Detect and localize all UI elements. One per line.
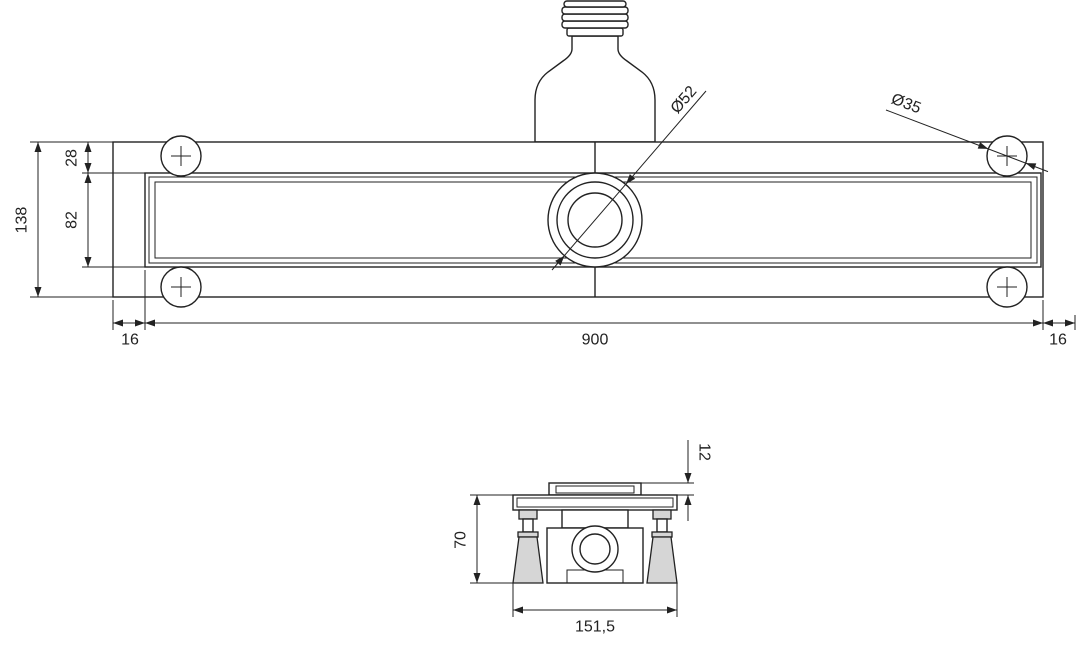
- arrowhead: [555, 255, 565, 266]
- channel-housing: [546, 509, 644, 584]
- mounting-plate-inner: [516, 497, 674, 508]
- extension-lines: [30, 141, 1076, 330]
- leg-foot: [512, 536, 544, 584]
- outlet-thread-rib: [561, 6, 629, 15]
- leader-hole-diameter: [885, 109, 1049, 173]
- outlet-thread-rib: [563, 0, 627, 8]
- outlet-hole: [579, 533, 611, 565]
- outlet-pipe: [534, 0, 656, 143]
- hole-cross: [997, 277, 1017, 297]
- housing-upper: [561, 509, 629, 529]
- outlet-thread-rib: [561, 13, 629, 22]
- leg-foot: [646, 536, 678, 584]
- leg-collar: [517, 531, 539, 538]
- leg-stem: [522, 518, 534, 533]
- label-width: 151,5: [575, 619, 615, 636]
- side-view: 12 70 151,5: [453, 440, 713, 636]
- arrowhead: [626, 174, 636, 184]
- left-leg: [512, 509, 544, 584]
- leg-bracket: [518, 509, 538, 520]
- right-leg: [646, 509, 678, 584]
- outlet-body: [534, 35, 656, 143]
- mounting-hole-top-left: [160, 135, 202, 177]
- leader-line: [885, 109, 1049, 173]
- label-channel-width: 82: [64, 211, 81, 229]
- mounting-plate: [512, 494, 678, 511]
- leader-outlet-diameter: [551, 90, 707, 271]
- label-top-offset: 28: [64, 149, 81, 167]
- mounting-hole-bottom-right: [986, 266, 1028, 308]
- mounting-hole-bottom-left: [160, 266, 202, 308]
- top-frame-inner: [555, 485, 635, 494]
- leg-stem: [656, 518, 668, 533]
- outlet-thread-rib: [561, 20, 629, 29]
- label-overall-height: 138: [14, 207, 31, 234]
- label-length: 900: [582, 332, 609, 349]
- arrowhead: [977, 142, 989, 149]
- label-left-end: 16: [121, 332, 139, 349]
- outlet-neck-ring: [566, 27, 624, 37]
- hole-cross: [171, 277, 191, 297]
- leg-collar: [651, 531, 673, 538]
- label-frame-height: 12: [696, 443, 713, 461]
- label-right-end: 16: [1049, 332, 1067, 349]
- label-total-height: 70: [453, 531, 470, 549]
- leg-bracket: [652, 509, 672, 520]
- label-outlet-diameter: Ø52: [668, 83, 701, 117]
- arrowhead: [1025, 163, 1037, 170]
- top-view: 138 28 82 16 900 16 Ø52 Ø35: [14, 0, 1076, 349]
- hole-cross: [171, 146, 191, 166]
